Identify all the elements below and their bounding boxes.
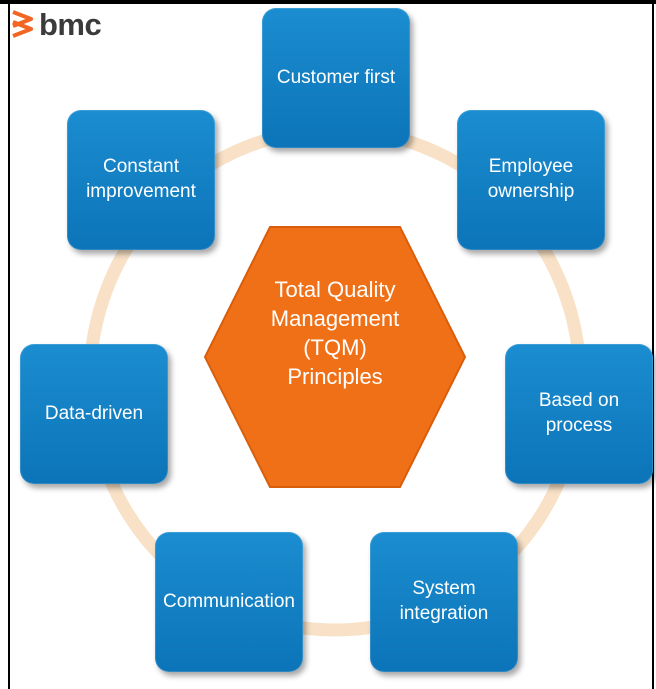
node-system-integration: System integration <box>370 532 518 672</box>
frame-top-border <box>0 0 656 4</box>
node-customer-first: Customer first <box>262 8 410 148</box>
center-title: Total Quality Management (TQM) Principle… <box>270 277 400 390</box>
node-data-driven: Data-driven <box>20 344 168 484</box>
node-label: System integration <box>399 578 489 624</box>
bmc-chevron-icon <box>12 10 33 38</box>
node-label: Based on process <box>538 390 620 436</box>
bmc-logo: bmc <box>10 6 106 42</box>
node-label: Data-driven <box>44 402 144 424</box>
node-label: Communication <box>163 590 295 612</box>
frame-left-border <box>8 0 10 689</box>
node-label: Constant improvement <box>86 156 196 202</box>
center-hexagon <box>203 226 467 488</box>
frame-right-border <box>652 0 654 689</box>
logo-wordmark: bmc <box>39 6 102 42</box>
node-communication: Communication <box>155 532 303 672</box>
node-constant-improvement: Constant improvement <box>67 110 215 250</box>
node-label: Customer first <box>276 66 396 88</box>
node-employee-ownership: Employee ownership <box>457 110 605 250</box>
node-label: Employee ownership <box>487 156 575 202</box>
node-based-on-process: Based on process <box>505 344 653 484</box>
